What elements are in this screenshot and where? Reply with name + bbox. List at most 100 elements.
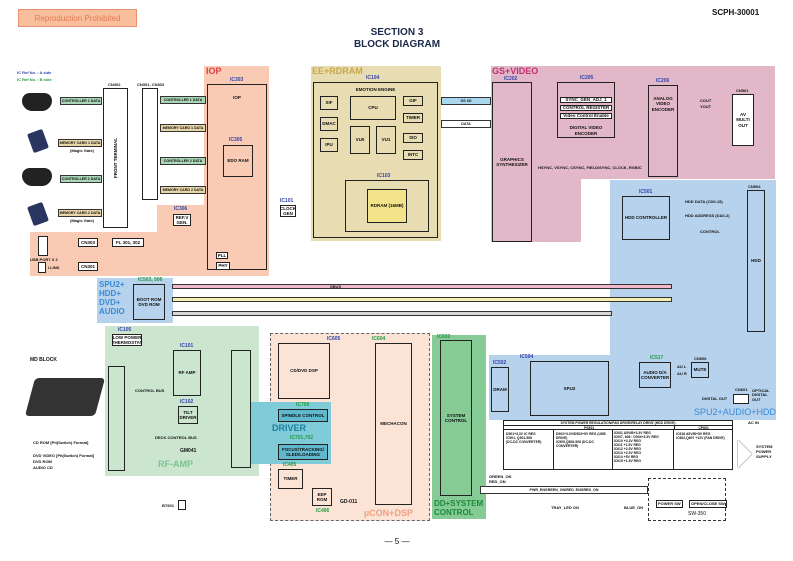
gd011-label: GD-011	[340, 499, 358, 505]
ic202-ref: IC202	[504, 76, 518, 82]
battery-label: BT601	[162, 503, 175, 508]
controller-2-data-arrow: CONTROLLER 2 DATA	[60, 175, 102, 183]
usb-port-icon	[38, 236, 48, 256]
power-cell: IC616 A5V/B+5V REG	[676, 432, 711, 436]
spu-hdd-label: SPU2+AUDIO+HDD	[694, 407, 777, 417]
power-cell: IC602,Q607 +12V (FAN DRIVE)	[676, 436, 725, 440]
edo-ram-label: EDO RAM	[227, 158, 249, 164]
ic701-ref: IC701,702	[290, 435, 314, 441]
tilt-driver: TILT DRIVER	[178, 406, 198, 424]
cn601-ref: CN601	[735, 387, 748, 392]
cd-dvd-dsp: CD/DVD DSP	[278, 343, 330, 399]
power-hdr-left: PS501	[504, 426, 676, 430]
unit-label: VU0	[355, 137, 365, 143]
eeprom-label: EEP ROM	[316, 491, 328, 502]
rf-left-connector	[108, 366, 125, 471]
power-led-bus: PWR_ENGREEN_ON/RED_ENGRED_ON	[480, 486, 648, 494]
ic303-ref: IC303	[230, 77, 244, 83]
rdram-chip: RDRAM (16MB)	[367, 189, 407, 223]
red-on-label: RED_ON	[489, 479, 506, 484]
rf-amp-label: RF AMP	[178, 370, 196, 376]
cn501-ref: CN501	[736, 88, 749, 93]
sbus-yellow	[172, 297, 672, 302]
open-close-sw-label: OPEN/CLOSE SW	[689, 500, 727, 508]
front-terminal: FRONT TERMINAL	[103, 88, 128, 228]
dd-line: CONTROL	[434, 508, 474, 517]
phy-text: PHY	[218, 263, 228, 269]
memory-card-1-iop-arrow: MEMORY CARD 1 DATA	[160, 124, 206, 132]
clock-gen: CLOCK GEN	[280, 205, 296, 217]
md-format: AUDIO CD	[33, 465, 53, 470]
ic102-ref: IC102	[180, 399, 194, 405]
ic604-ref: IC604	[372, 336, 386, 342]
power-cell: (DC-DC CONVERTER)	[506, 440, 542, 444]
md-mechanism-icon	[24, 378, 106, 416]
aul-label: AU L	[677, 364, 687, 369]
iop-chip-label: IOP	[233, 95, 241, 100]
power-cell: IC610 +3.3V REG	[613, 439, 641, 443]
filter-box: FL 301, 302	[112, 238, 144, 247]
controller-1-iop-arrow: CONTROLLER 1 DATA	[160, 96, 206, 104]
spindle-control: SPINDLE CONTROL	[278, 409, 328, 422]
cn504-ref: CN504	[748, 184, 761, 189]
ref-a-legend: IC Ref No. : A side	[17, 70, 52, 75]
power-table: SYSTEM POWER REGULATION/FAN DRIVE/RELAY …	[503, 420, 733, 470]
eeprom: EEP ROM	[312, 488, 332, 506]
rf-right-connector	[231, 350, 251, 468]
ee-unit-vu1: VU1	[376, 126, 396, 154]
power-cell: IC612 +2.5V REG	[613, 447, 641, 451]
cn303-box: CN303	[78, 238, 98, 247]
ee-unit-ipu: IPU	[320, 138, 338, 152]
ref-v-gen-label: REF.V GEN.	[175, 214, 189, 225]
sync-bus-label: HSYNC, VSYNC, CSYNC, FIELD/SYNC, CLOCK, …	[538, 165, 642, 170]
ilink-port-icon	[38, 262, 46, 273]
power-sw-label: POWER SW	[656, 500, 683, 508]
sw350-board	[648, 478, 726, 521]
dac-label: AUDIO D/A CONVERTER	[640, 369, 670, 380]
ee-unit-timer: TIMER	[403, 113, 423, 123]
optical-out-label: OPTICAL DIGITAL OUT	[752, 388, 770, 402]
hdd-addr-label: HDD ADDRESS (DA0-2)	[685, 213, 730, 218]
ic503-ref: IC503, 506	[138, 277, 163, 283]
ee-unit-sio: SIO	[403, 133, 423, 143]
power-cell: IC601 A5V/B+3.3V REG	[613, 431, 651, 435]
power-cell: IC505,Q506-508 (DC-DC CONVERTER)	[555, 440, 594, 448]
av-out-label: AV MULTI OUT	[736, 111, 750, 128]
focus-tracking-driver: FOCUS/TRACKING/ SLED/LOADING	[278, 444, 328, 460]
controller-2-icon	[22, 168, 52, 186]
rf-amp-chip: RF AMP	[173, 350, 201, 396]
ave-label: ANALOG VIDEO ENCODER	[651, 96, 675, 112]
gs-label-text: GRAPHICS SYNTHESIZER	[496, 156, 528, 167]
sbus-label: SBUS	[330, 284, 342, 289]
spu2: SPU2	[530, 361, 609, 416]
sync-gen: SYNC_GEN_ADJ_1	[560, 97, 612, 103]
unit-label: DMAC	[322, 121, 336, 127]
ee-unit-cpu: CPU	[350, 96, 396, 120]
ac-in-label: AC IN	[748, 420, 759, 425]
magic-gate-label-2: (Magic Gate)	[70, 218, 95, 223]
ic101-rf-ref: IC101	[180, 343, 194, 349]
power-cell: IC501, Q501-508	[506, 436, 533, 440]
unit-label: CPU	[368, 105, 378, 111]
sbus-grey	[172, 311, 612, 316]
ic406-ref: IC406	[316, 508, 330, 514]
power-col: D502+3.3V/D503+5V REG (USB DRIVE)IC505,Q…	[554, 430, 613, 469]
digital-out-label: DIGITAL OUT	[702, 396, 728, 401]
unit-label: INTC	[407, 152, 419, 158]
unit-label: TIMER	[406, 115, 420, 121]
boot-rom: BOOT ROM DVD ROM	[133, 284, 165, 320]
deck-bus-label: DECK CONTROL BUS	[155, 435, 197, 440]
driver-label: DRIVER	[272, 423, 307, 433]
battery-icon	[178, 500, 186, 510]
pll-box: PLL	[216, 252, 228, 259]
mute-ref: CN506	[694, 356, 707, 361]
ee-unit-intc: INTC	[403, 150, 423, 160]
ee-unit-dmac: DMAC	[320, 117, 338, 131]
mechacon: MECHACON	[375, 343, 412, 505]
unit-label: GIF	[409, 98, 417, 104]
audio-dac: AUDIO D/A CONVERTER	[639, 362, 671, 388]
cn301-box: CN301	[78, 262, 98, 271]
